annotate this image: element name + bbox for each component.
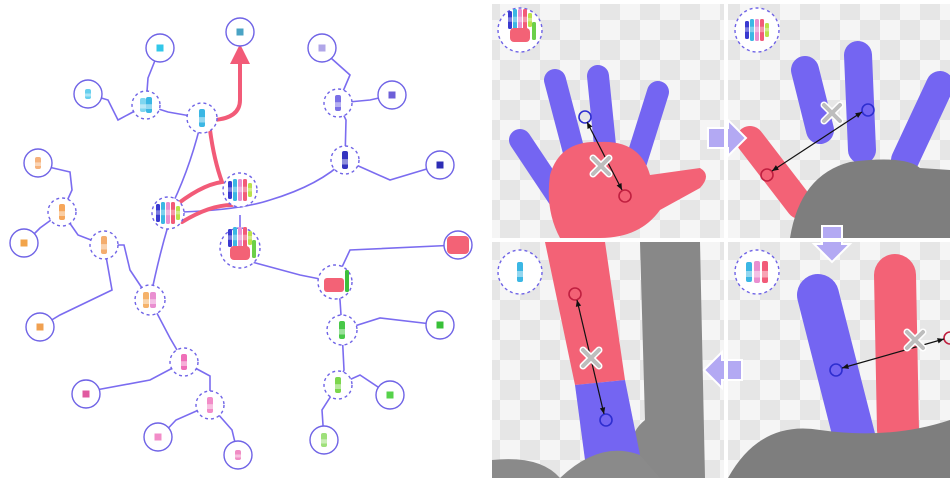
leaf-green[interactable] xyxy=(425,310,455,340)
root-node-palm[interactable] xyxy=(219,227,261,269)
leaf-green-light[interactable] xyxy=(375,380,405,410)
node-orange-mid[interactable] xyxy=(89,230,119,260)
leaf-pink-light[interactable] xyxy=(143,422,173,452)
leaf-orange-tip[interactable] xyxy=(23,148,53,178)
panel-palm-thumb xyxy=(492,4,724,238)
leaf-purple-small[interactable] xyxy=(307,33,337,63)
panel-gutter-h xyxy=(492,238,950,242)
node-orange-finger[interactable] xyxy=(47,197,77,227)
leaf-cyan-light[interactable] xyxy=(73,79,103,109)
hierarchy-tree xyxy=(9,17,473,470)
leaf-orange-sq[interactable] xyxy=(25,312,55,342)
tree-edge xyxy=(344,159,441,181)
leaf-cyan-top[interactable] xyxy=(225,17,255,47)
node-pink-mid[interactable] xyxy=(195,390,225,420)
node-fingers-multi-top[interactable] xyxy=(222,172,258,208)
arrow-down xyxy=(811,225,853,264)
panel-two-fingers xyxy=(728,242,950,478)
highlight-arrowhead xyxy=(230,44,250,64)
leaf-palm-red[interactable] xyxy=(443,230,473,260)
node-palm-red[interactable] xyxy=(317,264,353,300)
tree-edge xyxy=(181,159,346,213)
leaf-navy[interactable] xyxy=(425,150,455,180)
panel-fingers-split xyxy=(728,4,950,238)
leaf-pink[interactable] xyxy=(71,379,101,409)
arrow-left xyxy=(702,349,743,391)
node-blue-dark-finger[interactable] xyxy=(330,145,360,175)
leaf-green-tip[interactable] xyxy=(309,425,339,455)
node-green-finger[interactable] xyxy=(326,314,358,346)
highlighted-path xyxy=(168,44,250,224)
leaf-blue[interactable] xyxy=(377,80,407,110)
leaf-pink-tip[interactable] xyxy=(223,440,253,470)
node-pink-finger[interactable] xyxy=(169,347,199,377)
node-cyan-pair[interactable] xyxy=(131,90,161,120)
node-cyan-finger[interactable] xyxy=(186,102,218,134)
leaf-cyan[interactable] xyxy=(145,33,175,63)
node-blue-finger[interactable] xyxy=(323,88,353,118)
node-green-light[interactable] xyxy=(323,370,353,400)
leaf-orange[interactable] xyxy=(9,228,39,258)
node-fingers-multi[interactable] xyxy=(151,196,185,230)
panel-single-finger xyxy=(492,242,724,478)
node-orange-pair[interactable] xyxy=(134,284,166,316)
